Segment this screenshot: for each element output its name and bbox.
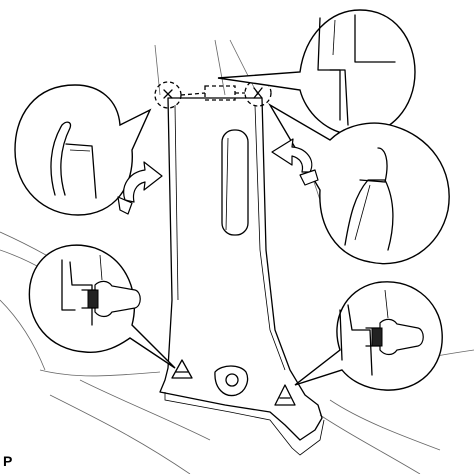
upper-clip-markers [154,79,272,109]
clip-triangle-markers [171,359,296,406]
figure-label: P [3,453,13,469]
detail-bubble-upper-right [217,9,416,136]
detail-bubble-lower-left [28,244,176,369]
pillar-garnish-panel [159,97,325,456]
detail-bubble-upper-left [14,84,152,216]
detail-bubble-lower-right [294,281,443,391]
detail-bubble-middle-right [268,103,450,265]
rotation-arrows [117,138,319,215]
